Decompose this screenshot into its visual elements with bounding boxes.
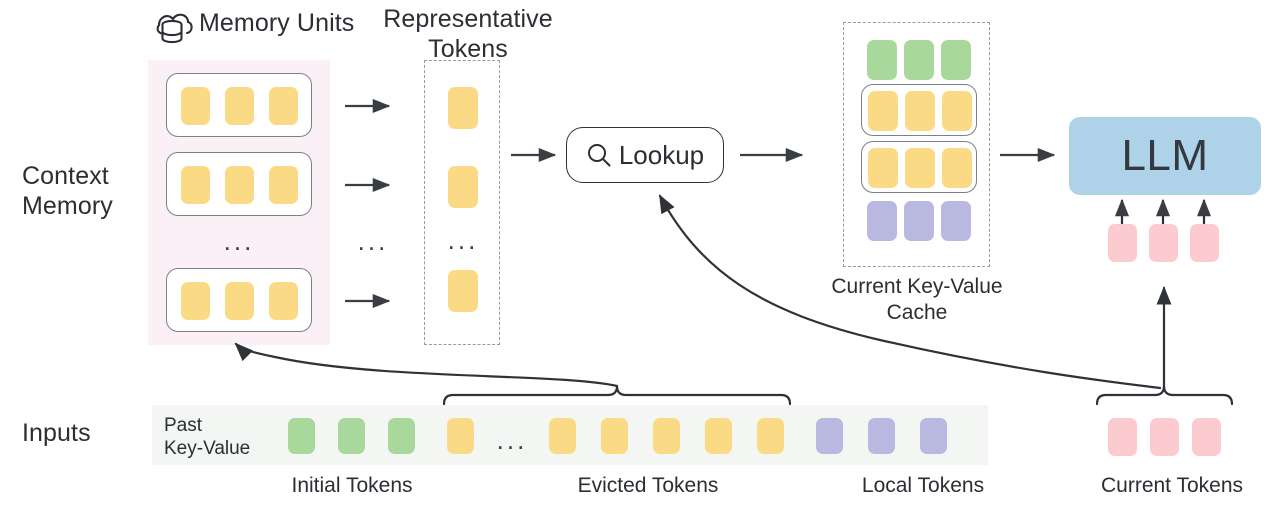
group-label-initial: Initial Tokens	[291, 474, 413, 497]
input-token-evicted	[705, 418, 732, 454]
input-token-local	[816, 418, 843, 454]
past-key-value-label-line2: Key-Value	[164, 438, 251, 459]
representative-tokens-label-line1: Representative	[383, 5, 553, 33]
cache-token	[867, 201, 897, 241]
arrows-ellipsis: ...	[357, 226, 389, 256]
llm-input-token	[1190, 224, 1219, 262]
input-token-current	[1108, 418, 1137, 456]
past-key-value-label: Past Key-Value	[164, 414, 264, 460]
memory-units-label: Memory Units	[199, 9, 355, 37]
cache-row-retrieved	[861, 141, 977, 193]
input-token-current	[1150, 418, 1179, 456]
current-tokens-brace	[1095, 385, 1234, 406]
cloud-database-icon	[155, 4, 195, 46]
lookup-button[interactable]: Lookup	[566, 127, 724, 183]
llm-input-token	[1149, 224, 1178, 262]
current-kv-cache-label-line2: Cache	[886, 301, 948, 324]
representative-tokens-label: Representative Tokens	[378, 4, 558, 64]
current-kv-cache-box	[843, 22, 990, 267]
current-kv-cache-label: Current Key-Value Cache	[808, 274, 1026, 326]
cache-token	[868, 148, 898, 188]
memory-units-ellipsis: ...	[223, 226, 255, 256]
memory-unit[interactable]	[166, 268, 312, 332]
current-kv-cache-label-line1: Current Key-Value	[831, 275, 1003, 298]
representative-token	[448, 166, 478, 208]
unit-to-representative-arrows	[345, 98, 391, 309]
llm-input-arrows	[1114, 198, 1212, 224]
cache-row-local	[867, 201, 971, 241]
memory-token	[269, 282, 298, 320]
cache-token	[942, 148, 972, 188]
magnifier-icon	[586, 142, 612, 168]
evicted-to-context-memory-arrow	[234, 342, 619, 388]
input-token-evicted	[447, 418, 474, 454]
input-token-evicted	[601, 418, 628, 454]
representative-token	[448, 87, 478, 129]
memory-token	[181, 87, 210, 125]
evicted-ellipsis: ...	[496, 425, 528, 455]
group-label-local: Local Tokens	[861, 474, 985, 497]
representative-tokens-box: ...	[424, 60, 500, 345]
cache-token	[904, 201, 934, 241]
memory-token	[225, 166, 254, 204]
llm-input-token	[1108, 224, 1137, 262]
representative-token	[448, 270, 478, 312]
cache-token	[867, 40, 897, 80]
memory-token	[269, 166, 298, 204]
group-label-current: Current Tokens	[1100, 474, 1244, 497]
input-token-initial	[288, 418, 315, 454]
group-label-evicted: Evicted Tokens	[577, 474, 719, 497]
memory-token	[269, 87, 298, 125]
llm-block[interactable]: LLM	[1069, 117, 1261, 195]
llm-label: LLM	[1121, 131, 1209, 180]
memory-unit[interactable]	[166, 152, 312, 216]
cache-token	[905, 148, 935, 188]
input-token-initial	[388, 418, 415, 454]
memory-token	[225, 87, 254, 125]
cache-token	[905, 91, 935, 131]
representative-tokens-ellipsis: ...	[447, 225, 479, 255]
cache-row-initial	[867, 40, 971, 80]
representative-tokens-label-line2: Tokens	[428, 35, 508, 63]
lookup-label: Lookup	[618, 139, 705, 170]
input-token-evicted	[653, 418, 680, 454]
input-token-initial	[338, 418, 365, 454]
row-label-inputs: Inputs	[22, 419, 91, 447]
input-token-current	[1192, 418, 1221, 456]
cache-token	[904, 40, 934, 80]
input-token-evicted	[549, 418, 576, 454]
cache-token	[942, 91, 972, 131]
cache-row-retrieved	[861, 84, 977, 136]
evicted-tokens-brace	[442, 385, 792, 406]
input-token-evicted	[757, 418, 784, 454]
row-label-context-memory: Context Memory	[22, 161, 152, 221]
row-label-context-memory-line2: Memory	[22, 192, 113, 220]
memory-token	[181, 282, 210, 320]
lookup-to-cache-arrow	[740, 147, 804, 163]
input-token-local	[920, 418, 947, 454]
cache-to-llm-arrow	[1000, 147, 1056, 163]
memory-unit[interactable]	[166, 73, 312, 137]
memory-token	[181, 166, 210, 204]
llm-input-tokens	[1108, 224, 1228, 264]
representative-to-lookup-arrow	[511, 147, 557, 163]
cache-token	[941, 40, 971, 80]
past-key-value-label-line1: Past	[164, 415, 203, 436]
row-label-context-memory-line1: Context	[22, 162, 109, 190]
cache-token	[868, 91, 898, 131]
memory-token	[225, 282, 254, 320]
cache-token	[941, 201, 971, 241]
input-token-local	[868, 418, 895, 454]
